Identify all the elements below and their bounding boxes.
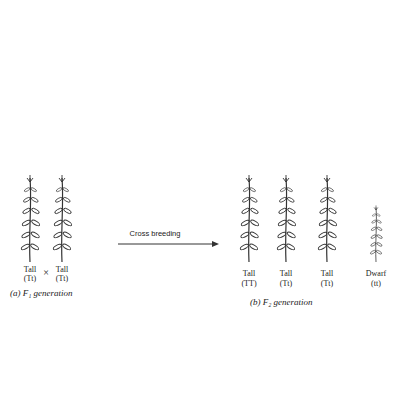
plant-label: Tall — [56, 266, 68, 274]
genotype-label: (Tt) — [24, 275, 36, 283]
arrow-label: Cross breeding — [130, 230, 181, 238]
generation-caption: (a) F₁ generation — [10, 289, 73, 298]
plant-label: Dwarf — [366, 270, 386, 278]
arrow-head — [212, 241, 219, 247]
genotype-label: (Tt) — [280, 280, 292, 288]
arrow-line — [118, 244, 212, 245]
plant-label: Tall — [280, 270, 292, 278]
cross-symbol: × — [43, 268, 49, 278]
genotype-label: (Tt) — [321, 280, 333, 288]
generation-caption: (b) F₂ generation — [250, 298, 313, 307]
plant-label: Tall — [243, 270, 255, 278]
genotype-label: (TT) — [241, 280, 256, 288]
plant-label: Tall — [24, 266, 36, 274]
genotype-label: (tt) — [371, 280, 381, 288]
genotype-label: (Tt) — [56, 275, 68, 283]
plant-label: Tall — [321, 270, 333, 278]
